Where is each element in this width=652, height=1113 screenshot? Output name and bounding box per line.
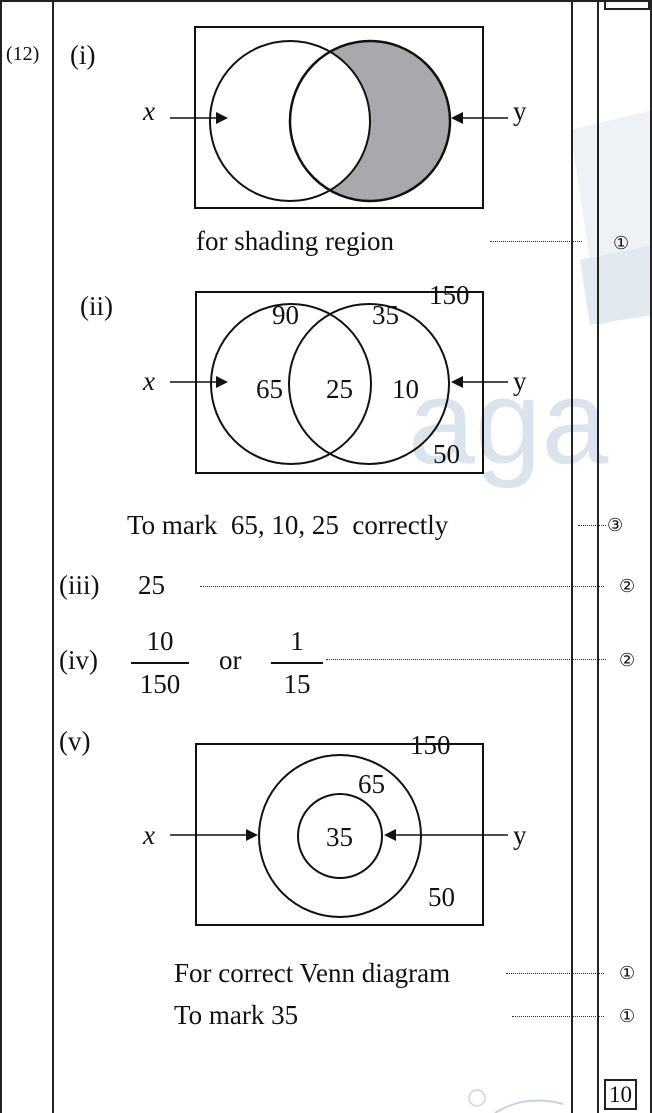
part-v-note-2: To mark 35 xyxy=(174,1000,299,1030)
ii-both: 25 xyxy=(326,374,353,404)
venn-diagram-v xyxy=(170,743,508,926)
part-iv-label: (iv) xyxy=(59,645,98,675)
fraction-2-denominator: 15 xyxy=(283,669,311,699)
set-x-label-i: x xyxy=(143,96,155,126)
margin-rule-right xyxy=(650,0,652,1113)
leader-dots-v1 xyxy=(506,973,604,974)
part-ii-note: To mark 65, 10, 25 correctly xyxy=(127,510,449,540)
ii-only-x: 65 xyxy=(256,374,283,404)
part-iii-marks: ② xyxy=(619,576,636,597)
fraction-2-bar xyxy=(271,662,323,664)
top-rule xyxy=(0,0,652,2)
fraction-1-numerator: 10 xyxy=(146,626,174,656)
fraction-2: 1 15 xyxy=(271,626,323,700)
part-ii-marks: ③ xyxy=(607,515,624,536)
set-y-label-ii: y xyxy=(513,366,527,396)
or-text: or xyxy=(219,645,242,675)
fraction-1-bar xyxy=(131,662,189,664)
margin-rule-left xyxy=(0,0,2,1113)
margin-rule-question xyxy=(52,0,54,1113)
set-x-label-v: x xyxy=(143,820,155,850)
ii-outside: 50 xyxy=(433,439,460,469)
part-i-note: for shading region xyxy=(196,226,394,256)
part-iii-answer: 25 xyxy=(138,570,165,600)
venn-diagram-ii xyxy=(170,291,508,474)
part-ii-label: (ii) xyxy=(80,291,113,321)
part-iii-label: (iii) xyxy=(59,570,100,600)
venn-diagram-i xyxy=(170,26,508,209)
part-i-label: (i) xyxy=(70,40,96,70)
v-universal: 150 xyxy=(410,730,451,760)
leader-dots-iii xyxy=(200,586,604,587)
part-v-marks-1: ① xyxy=(619,963,636,984)
fraction-1-denominator: 150 xyxy=(139,669,181,699)
ii-y-total: 35 xyxy=(372,300,399,330)
watermark-text: aga xyxy=(408,355,609,489)
part-i-marks: ① xyxy=(613,233,630,254)
leader-dots-ii xyxy=(578,525,606,526)
part-v-label: (v) xyxy=(59,726,91,756)
watermark-laptop-graphic xyxy=(570,110,652,325)
margin-rule-marks xyxy=(597,0,599,1113)
v-inner: 35 xyxy=(326,822,353,852)
set-y-label-v: y xyxy=(513,820,527,850)
question-number: (12) xyxy=(6,43,40,65)
part-iv-marks: ② xyxy=(619,650,636,671)
fraction-1: 10 150 xyxy=(131,626,189,700)
part-v-marks-2: ① xyxy=(619,1006,636,1027)
ii-only-y: 10 xyxy=(392,374,419,404)
ii-universal: 150 xyxy=(429,280,470,310)
ii-x-total: 90 xyxy=(272,300,299,330)
leader-dots-iv xyxy=(326,659,606,660)
watermark-bottom-shape xyxy=(468,1089,564,1113)
fraction-2-numerator: 1 xyxy=(290,626,304,656)
set-y-label-i: y xyxy=(513,96,527,126)
leader-dots-v2 xyxy=(512,1016,604,1017)
leader-dots-i xyxy=(490,241,582,242)
total-marks-box: 10 xyxy=(604,1079,637,1110)
margin-rule-answer-end xyxy=(571,0,573,1113)
v-outer: 65 xyxy=(358,769,385,799)
set-x-label-ii: x xyxy=(143,366,155,396)
v-outside: 50 xyxy=(428,882,455,912)
part-v-note-1: For correct Venn diagram xyxy=(174,958,451,988)
top-right-box xyxy=(604,0,650,10)
